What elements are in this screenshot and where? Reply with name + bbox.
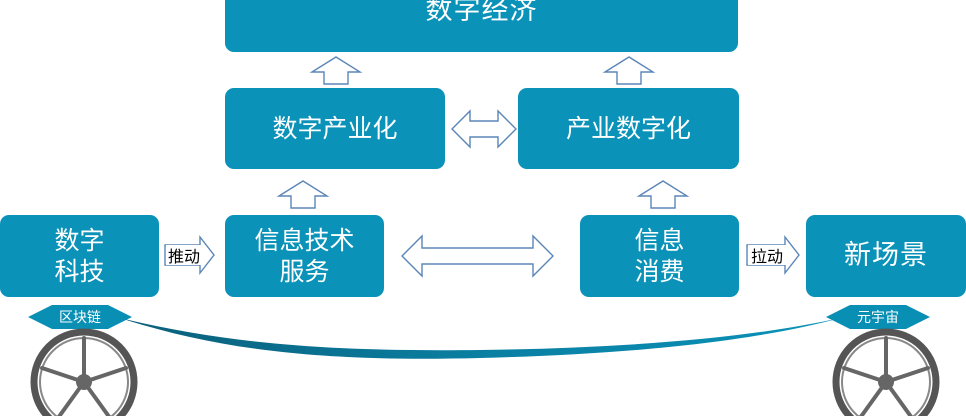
metaverse-label: 元宇宙 <box>857 310 899 326</box>
box-it-services: 信息技术 服务 <box>225 215 384 297</box>
box-info-consumption-line1: 信息 <box>634 225 685 255</box>
box-digital-tech-line2: 科技 <box>54 257 105 286</box>
box-digital-industrialization: 数字产业化 <box>225 88 445 169</box>
box-it-services-line1: 信息技术 <box>254 225 355 255</box>
box-digital-tech: 数字 科技 <box>0 215 159 297</box>
box-new-scenarios-label: 新场景 <box>844 240 928 272</box>
pull-label: 拉动 <box>748 245 786 266</box>
double-arrow-top <box>451 109 517 149</box>
box-info-consumption: 信息 消费 <box>580 215 739 297</box>
gem-right <box>826 305 930 329</box>
blockchain-label: 区块链 <box>59 310 101 326</box>
box-it-services-line2: 服务 <box>279 257 330 286</box>
up-arrow-left-top <box>309 56 363 85</box>
wheel-right <box>832 328 940 416</box>
box-new-scenarios: 新场景 <box>806 215 966 297</box>
wheel-left <box>30 328 138 416</box>
box-industrial-digitalization-label: 产业数字化 <box>565 113 691 143</box>
gem-left <box>28 305 132 329</box>
double-arrow-bottom <box>401 234 554 278</box>
up-arrow-right-mid <box>636 180 690 209</box>
box-info-consumption-line2: 消费 <box>634 257 685 286</box>
box-digital-industrialization-label: 数字产业化 <box>272 113 398 143</box>
box-industrial-digitalization: 产业数字化 <box>518 88 739 169</box>
box-digital-economy: 数字经济 <box>225 0 738 52</box>
box-digital-economy-label: 数字经济 <box>425 0 538 27</box>
box-digital-tech-line1: 数字 <box>54 225 105 255</box>
up-arrow-right-top <box>602 56 656 85</box>
push-label: 推动 <box>166 245 202 266</box>
up-arrow-left-mid <box>276 180 330 209</box>
connecting-swoosh <box>120 318 840 359</box>
